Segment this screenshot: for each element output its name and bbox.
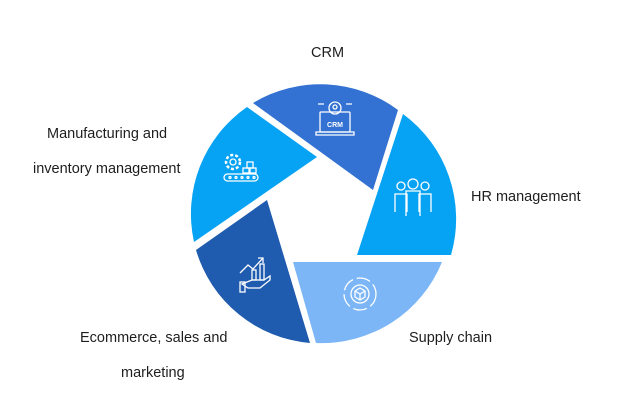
label-manufacturing-line1: Manufacturing and bbox=[47, 126, 168, 142]
gear-conveyor-icon bbox=[223, 153, 259, 182]
label-supply-chain: Supply chain bbox=[409, 330, 493, 346]
segment-hr bbox=[357, 114, 457, 255]
label-ecommerce-line1: Ecommerce, sales and bbox=[80, 330, 228, 346]
label-ecommerce-line2: marketing bbox=[121, 365, 185, 381]
people-group-icon bbox=[394, 178, 432, 216]
hand-growth-chart-icon bbox=[239, 257, 271, 293]
segment-crm bbox=[253, 84, 398, 190]
label-crm: CRM bbox=[311, 45, 345, 61]
svg-text:CRM: CRM bbox=[327, 122, 343, 129]
box-gear-cycle-icon bbox=[343, 277, 377, 311]
crm-laptop-gear-icon: CRM bbox=[315, 101, 355, 136]
segment-ecommerce bbox=[196, 200, 310, 343]
label-manufacturing-line2: inventory management bbox=[33, 161, 181, 177]
segment-supply-chain bbox=[293, 262, 442, 344]
label-hr-management: HR management bbox=[471, 189, 581, 205]
